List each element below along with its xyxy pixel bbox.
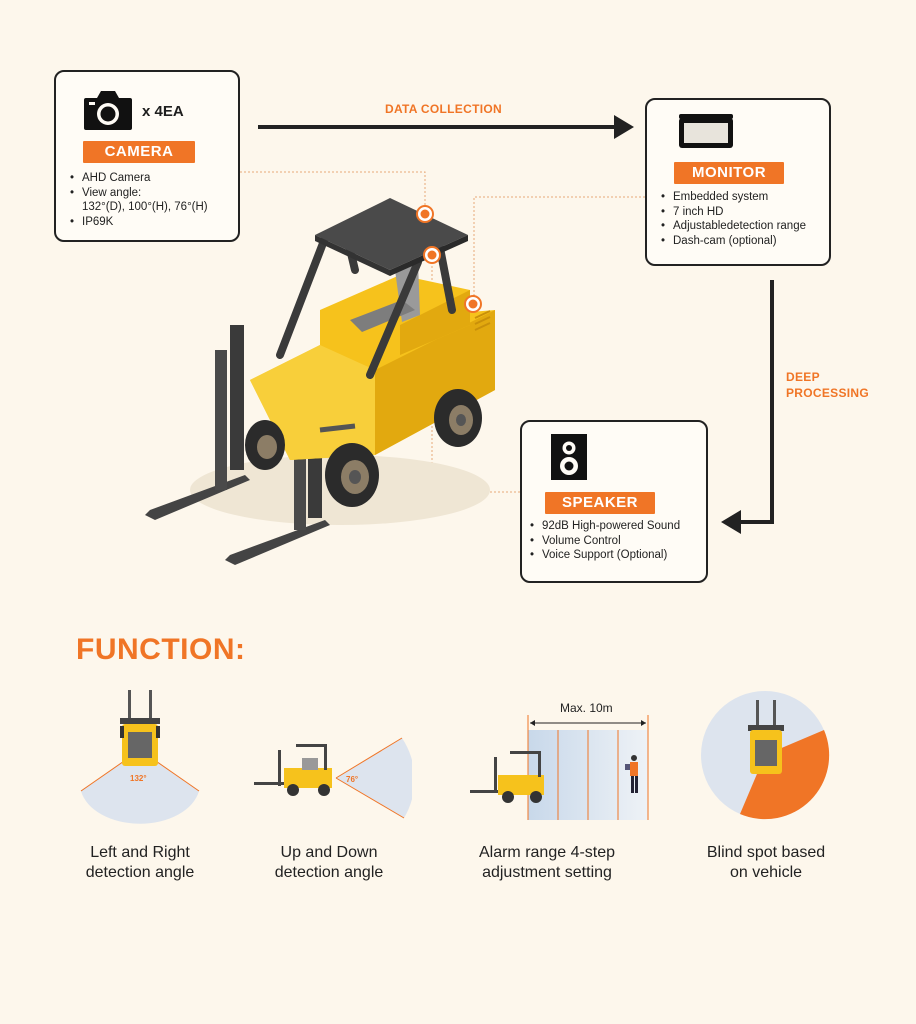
deep-processing-label-line2: PROCESSING	[786, 386, 870, 400]
camera-spec-item: IP69K	[70, 215, 208, 230]
camera-spec-item: View angle:	[70, 186, 208, 201]
caption-left-right: Left and Right detection angle	[40, 843, 240, 883]
wheel	[434, 389, 482, 447]
camera-card: x 4EA CAMERA AHD Camera View angle: 132°…	[54, 70, 240, 242]
speaker-icon	[551, 434, 587, 480]
forklift-illustration	[145, 198, 495, 565]
wheel	[325, 443, 379, 507]
camera-marker	[423, 246, 441, 264]
camera-spec-item: 132°(D), 100°(H), 76°(H)	[82, 201, 208, 213]
camera-marker	[416, 205, 434, 223]
speaker-spec-item: Voice Support (Optional)	[530, 548, 680, 563]
left-right-angle-illustration	[80, 690, 200, 824]
speaker-title: SPEAKER	[545, 492, 655, 514]
caption-line: Blind spot based	[706, 844, 826, 861]
left-right-angle-value: 132°	[130, 774, 147, 783]
camera-spec-list: AHD Camera View angle: 132°(D), 100°(H),…	[70, 171, 208, 229]
caption-line: Left and Right	[90, 844, 190, 861]
deep-processing-label-line1: DEEP	[786, 370, 820, 384]
up-down-angle-illustration	[254, 737, 412, 819]
function-heading: FUNCTION:	[76, 633, 246, 666]
speaker-spec-list: 92dB High-powered Sound Volume Control V…	[530, 519, 680, 563]
camera-title: CAMERA	[83, 141, 195, 163]
data-collection-arrow	[258, 115, 634, 139]
max-range-label: Max. 10m	[560, 701, 613, 715]
speaker-card: SPEAKER 92dB High-powered Sound Volume C…	[520, 420, 708, 583]
connector-layer	[240, 115, 774, 534]
worker-figure	[625, 755, 638, 793]
speaker-spec-item: 92dB High-powered Sound	[530, 519, 680, 534]
caption-alarm-range: Alarm range 4-step adjustment setting	[447, 843, 647, 883]
monitor-card: MONITOR Embedded system 7 inch HD Adjust…	[645, 98, 831, 266]
caption-line: detection angle	[85, 864, 195, 881]
caption-blind-spot: Blind spot based on vehicle	[666, 843, 866, 883]
monitor-spec-item: Embedded system	[661, 190, 806, 205]
caption-line: Up and Down	[280, 844, 378, 861]
monitor-icon	[679, 114, 733, 148]
data-collection-label: DATA COLLECTION	[385, 102, 502, 116]
monitor-spec-item: Dash-cam (optional)	[661, 234, 806, 249]
monitor-spec-item: Adjustabledetection range	[661, 219, 806, 234]
deep-processing-arrow	[721, 280, 774, 534]
monitor-spec-item: 7 inch HD	[661, 205, 806, 220]
camera-marker	[464, 295, 482, 313]
monitor-title: MONITOR	[674, 162, 784, 184]
speaker-spec-item: Volume Control	[530, 534, 680, 549]
alarm-range-illustration	[470, 715, 649, 820]
monitor-spec-list: Embedded system 7 inch HD Adjustabledete…	[661, 190, 806, 248]
blind-spot-illustration	[701, 691, 830, 820]
camera-icon	[84, 91, 132, 130]
caption-line: adjustment setting	[482, 864, 612, 881]
camera-quantity: x 4EA	[142, 103, 184, 120]
caption-line: on vehicle	[729, 864, 803, 881]
caption-line: Alarm range 4-step	[478, 844, 616, 861]
caption-up-down: Up and Down detection angle	[229, 843, 429, 883]
camera-spec-item: AHD Camera	[70, 171, 208, 186]
caption-line: detection angle	[274, 864, 384, 881]
up-down-angle-value: 76°	[346, 775, 359, 784]
